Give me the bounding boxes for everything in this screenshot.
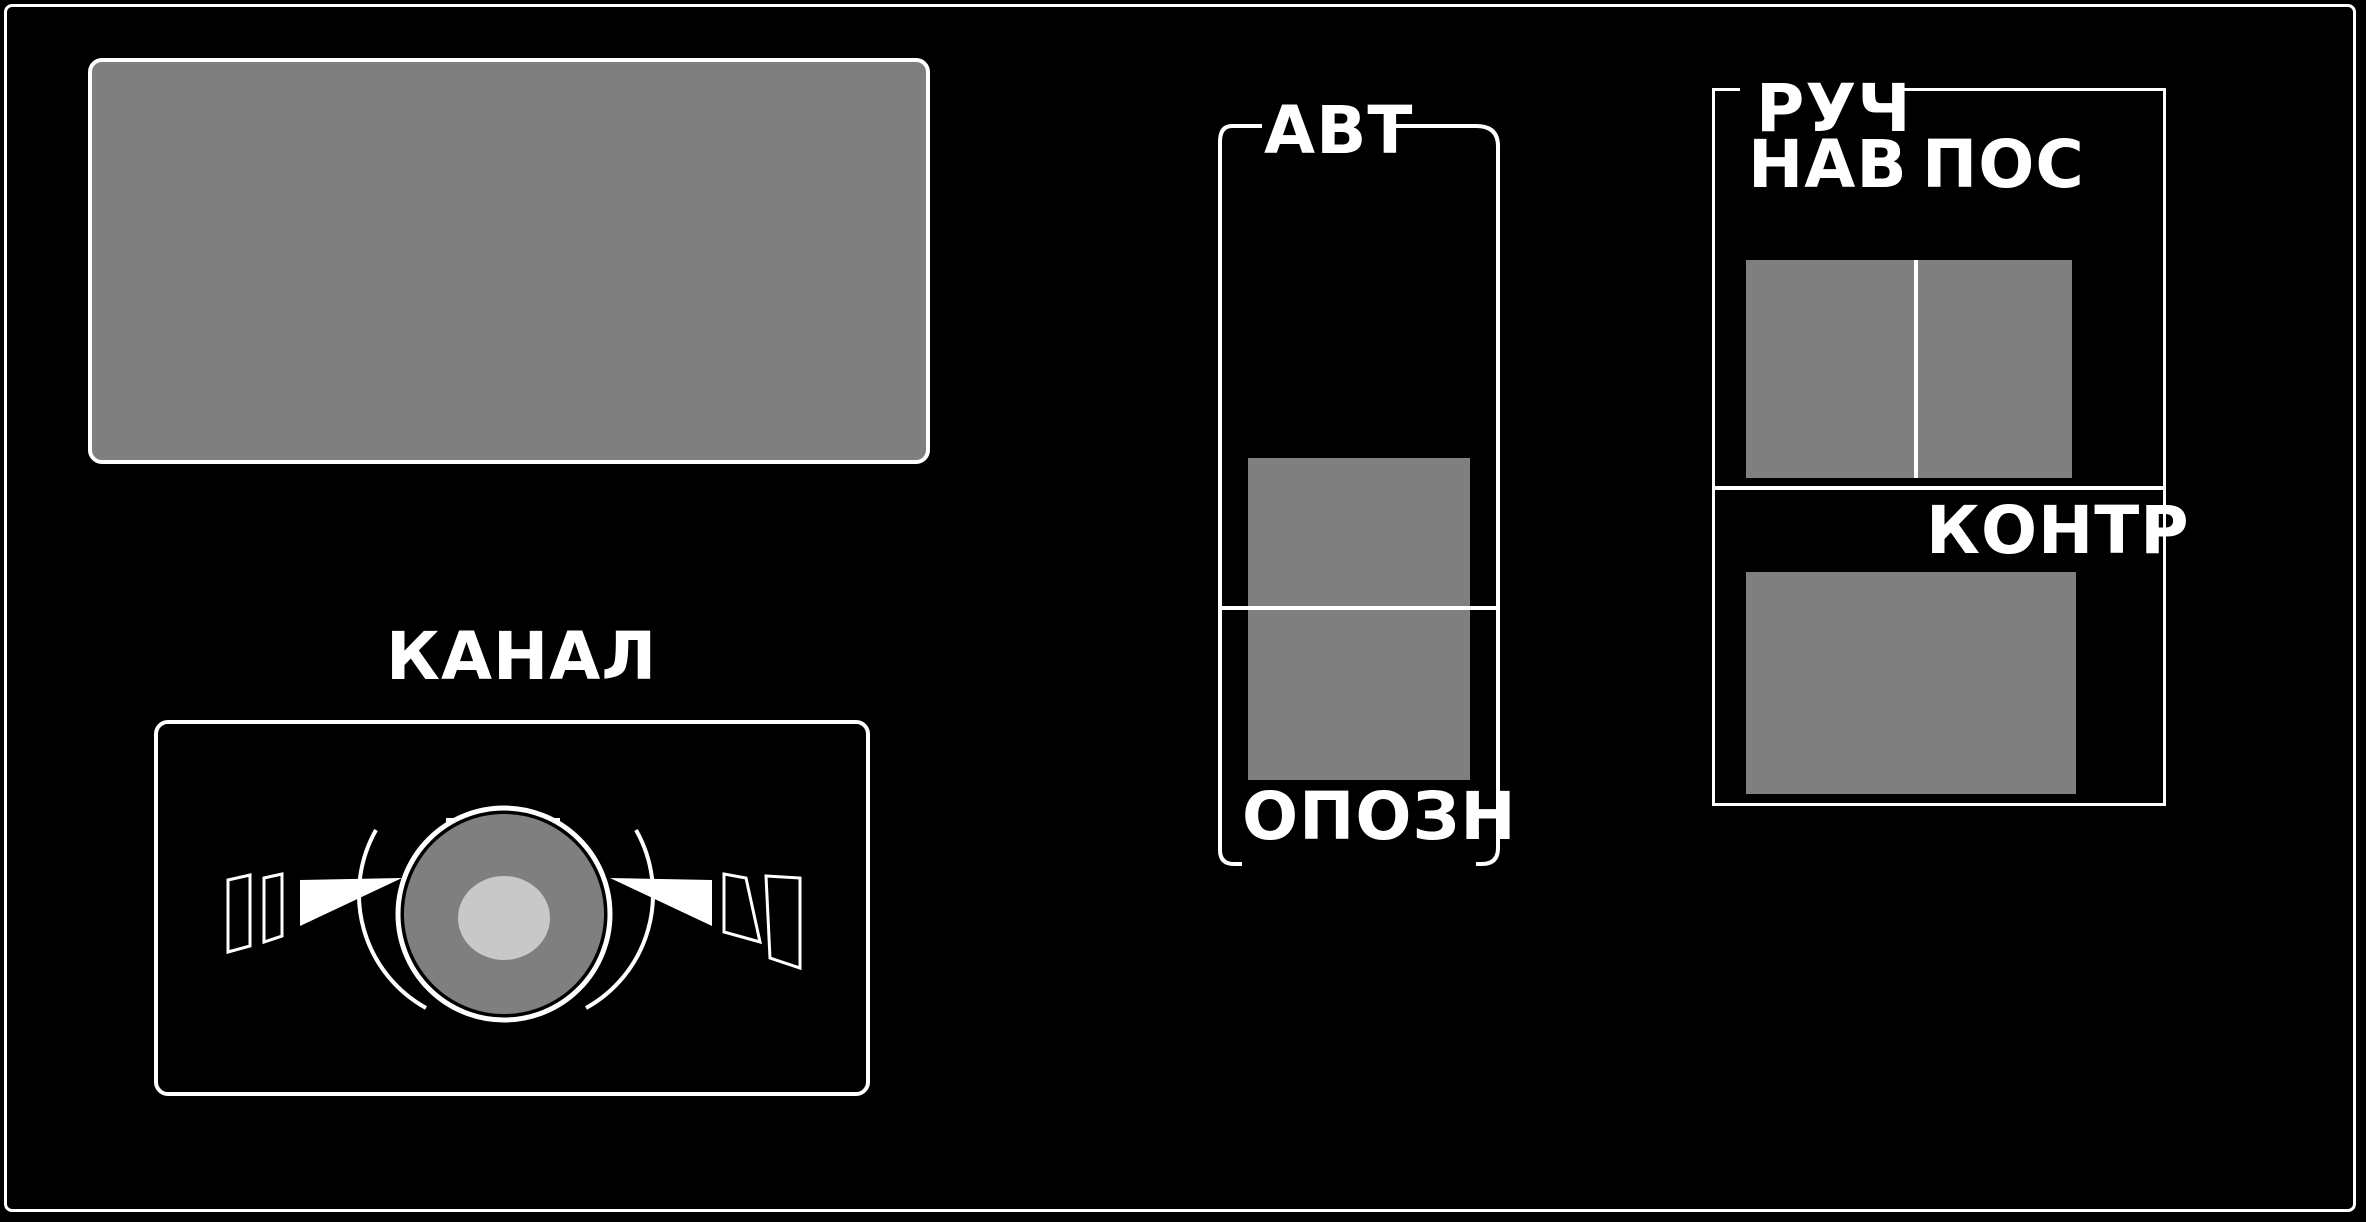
rotation-arc-right xyxy=(585,829,655,1010)
nav-pos-divider xyxy=(1914,260,1918,478)
left-scale-marks xyxy=(226,872,284,954)
left-pointer-wedge xyxy=(300,878,402,926)
manual-divider xyxy=(1712,486,2166,490)
pos-button[interactable] xyxy=(1918,260,2072,478)
right-pointer-wedge xyxy=(610,878,712,926)
channel-title: КАНАЛ xyxy=(386,618,658,695)
auto-group-bracket xyxy=(1218,124,1500,866)
control-label: КОНТР xyxy=(1926,492,2190,569)
channel-selector-knob[interactable] xyxy=(398,808,610,1020)
auto-title: АВТ xyxy=(1264,92,1414,169)
channel-selector-box xyxy=(154,720,870,1096)
pos-label: ПОС xyxy=(1922,126,2085,203)
rotation-arc-left xyxy=(357,829,427,1010)
nav-label: НАВ xyxy=(1748,126,1908,203)
control-button[interactable] xyxy=(1746,572,2076,794)
auto-mode-button[interactable] xyxy=(1248,458,1470,606)
nav-button[interactable] xyxy=(1746,260,1914,478)
auto-divider xyxy=(1220,606,1498,610)
identify-button[interactable] xyxy=(1248,610,1470,780)
right-scale-marks xyxy=(722,872,802,971)
manual-group-frame xyxy=(1712,88,2166,806)
manual-title: РУЧ xyxy=(1756,70,1912,147)
manual-title-gap xyxy=(1740,84,1898,94)
display-screen xyxy=(88,58,930,464)
rotary-knob-icon xyxy=(395,805,613,1023)
identify-label: ОПОЗН xyxy=(1242,778,1517,855)
channel-selector-graphics xyxy=(226,805,802,1023)
